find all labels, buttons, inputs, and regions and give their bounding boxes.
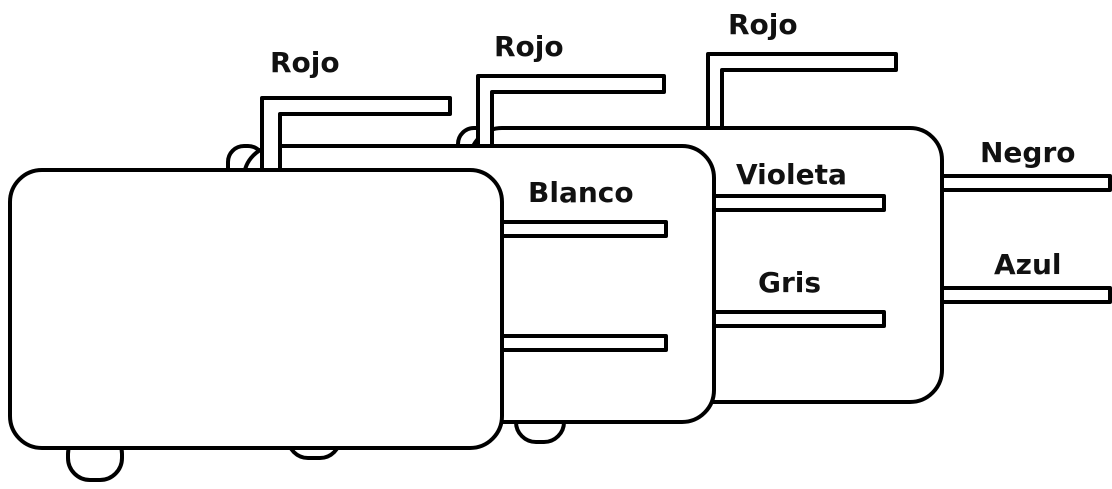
label-gris: Gris	[758, 266, 821, 299]
label-rojo-2: Rojo	[494, 30, 564, 63]
label-azul: Azul	[994, 248, 1062, 281]
label-violeta: Violeta	[736, 158, 847, 191]
middle-box-lead-violeta	[706, 194, 886, 212]
front-box-group	[8, 96, 668, 482]
label-rojo-1: Rojo	[270, 46, 340, 79]
label-blanco: Blanco	[528, 176, 634, 209]
middle-box-lead-gris	[706, 310, 886, 328]
back-box-lead-negro	[938, 174, 1112, 192]
label-rojo-3: Rojo	[728, 8, 798, 41]
front-box-lead-lower	[490, 334, 668, 352]
front-box-lead-blanco	[490, 220, 668, 238]
front-box-body	[8, 168, 504, 450]
label-negro: Negro	[980, 136, 1076, 169]
back-box-lead-azul	[938, 286, 1112, 304]
back-box-top-lead	[706, 52, 898, 130]
